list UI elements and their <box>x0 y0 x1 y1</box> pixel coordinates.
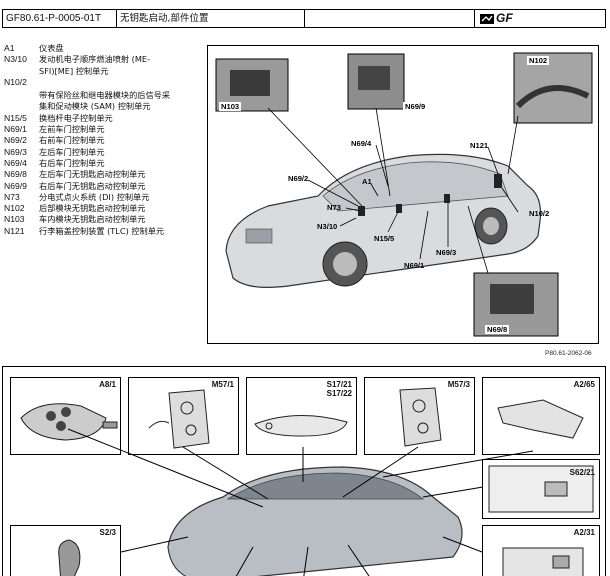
legend-row: N10/2 <box>4 76 27 87</box>
label-n69-4: N69/4 <box>351 139 372 148</box>
label-n103: N103 <box>219 102 242 111</box>
car-illustration-top <box>215 52 593 337</box>
label-a1: A1 <box>362 177 372 186</box>
flag-icon <box>480 13 494 24</box>
label-s17-21: S17/21 <box>326 380 352 389</box>
label-n69-9: N69/9 <box>403 102 428 111</box>
switch-panel-icon <box>488 465 594 513</box>
car-illustration-bottom <box>67 428 534 576</box>
header-mark-cell: GF <box>475 10 605 27</box>
component-a2-65: A2/65 <box>482 377 600 455</box>
start-button-icon <box>58 539 81 576</box>
label-n121: N121 <box>470 141 489 150</box>
figure-reference-note: P80.61-2062-06 <box>545 350 592 357</box>
top-component-figure: N103 N69/9 N102 N69/4 N121 N69/2 A1 N73 … <box>207 45 599 344</box>
antenna-module-icon <box>502 547 584 576</box>
header-blank-cell <box>305 10 475 27</box>
door-lock-icon <box>148 389 210 449</box>
label-n73: N73 <box>327 203 341 212</box>
component-s62-21: S62/21 <box>482 459 600 519</box>
label-n69-3: N69/3 <box>436 248 457 257</box>
label-n69-2: N69/2 <box>288 174 309 183</box>
component-s2-3: S2/3 <box>10 525 121 576</box>
label-n15-5: N15/5 <box>374 234 395 243</box>
label-n69-8: N69/8 <box>485 325 510 334</box>
label-n3-10: N3/10 <box>317 222 338 231</box>
antenna-bracket-icon <box>497 399 584 439</box>
doc-title: 无钥匙启动,部件位置 <box>117 10 305 27</box>
label-n10-2: N10/2 <box>529 209 550 218</box>
document-header: GF80.61-P-0005-01T 无钥匙启动,部件位置 GF <box>2 9 606 28</box>
component-m57-1: M57/1 <box>128 377 239 455</box>
legend-row: 集和促动模块 (SAM) 控制单元 <box>39 101 151 112</box>
component-m57-3: M57/3 <box>364 377 475 455</box>
gf-mark: GF <box>496 11 513 25</box>
component-a8-1: A8/1 <box>10 377 121 455</box>
label-n102: N102 <box>527 56 550 65</box>
key-fob-icon <box>20 403 118 441</box>
component-a2-31: A2/31 <box>482 525 600 576</box>
legend-row: SFI)[ME] 控制单元 <box>39 65 109 76</box>
label-s17-22: S17/22 <box>326 389 352 398</box>
door-handle-icon <box>254 415 348 437</box>
car-grille <box>245 228 273 244</box>
legend-row: 带有保险丝和继电器模块的后信号采 <box>39 90 171 101</box>
leader-lines <box>267 107 519 274</box>
label-n69-1: N69/1 <box>404 261 425 270</box>
leader-lines-bottom <box>67 428 534 576</box>
car-windows <box>322 161 509 212</box>
doc-id: GF80.61-P-0005-01T <box>3 10 117 27</box>
door-lock-icon-rear <box>399 387 442 447</box>
